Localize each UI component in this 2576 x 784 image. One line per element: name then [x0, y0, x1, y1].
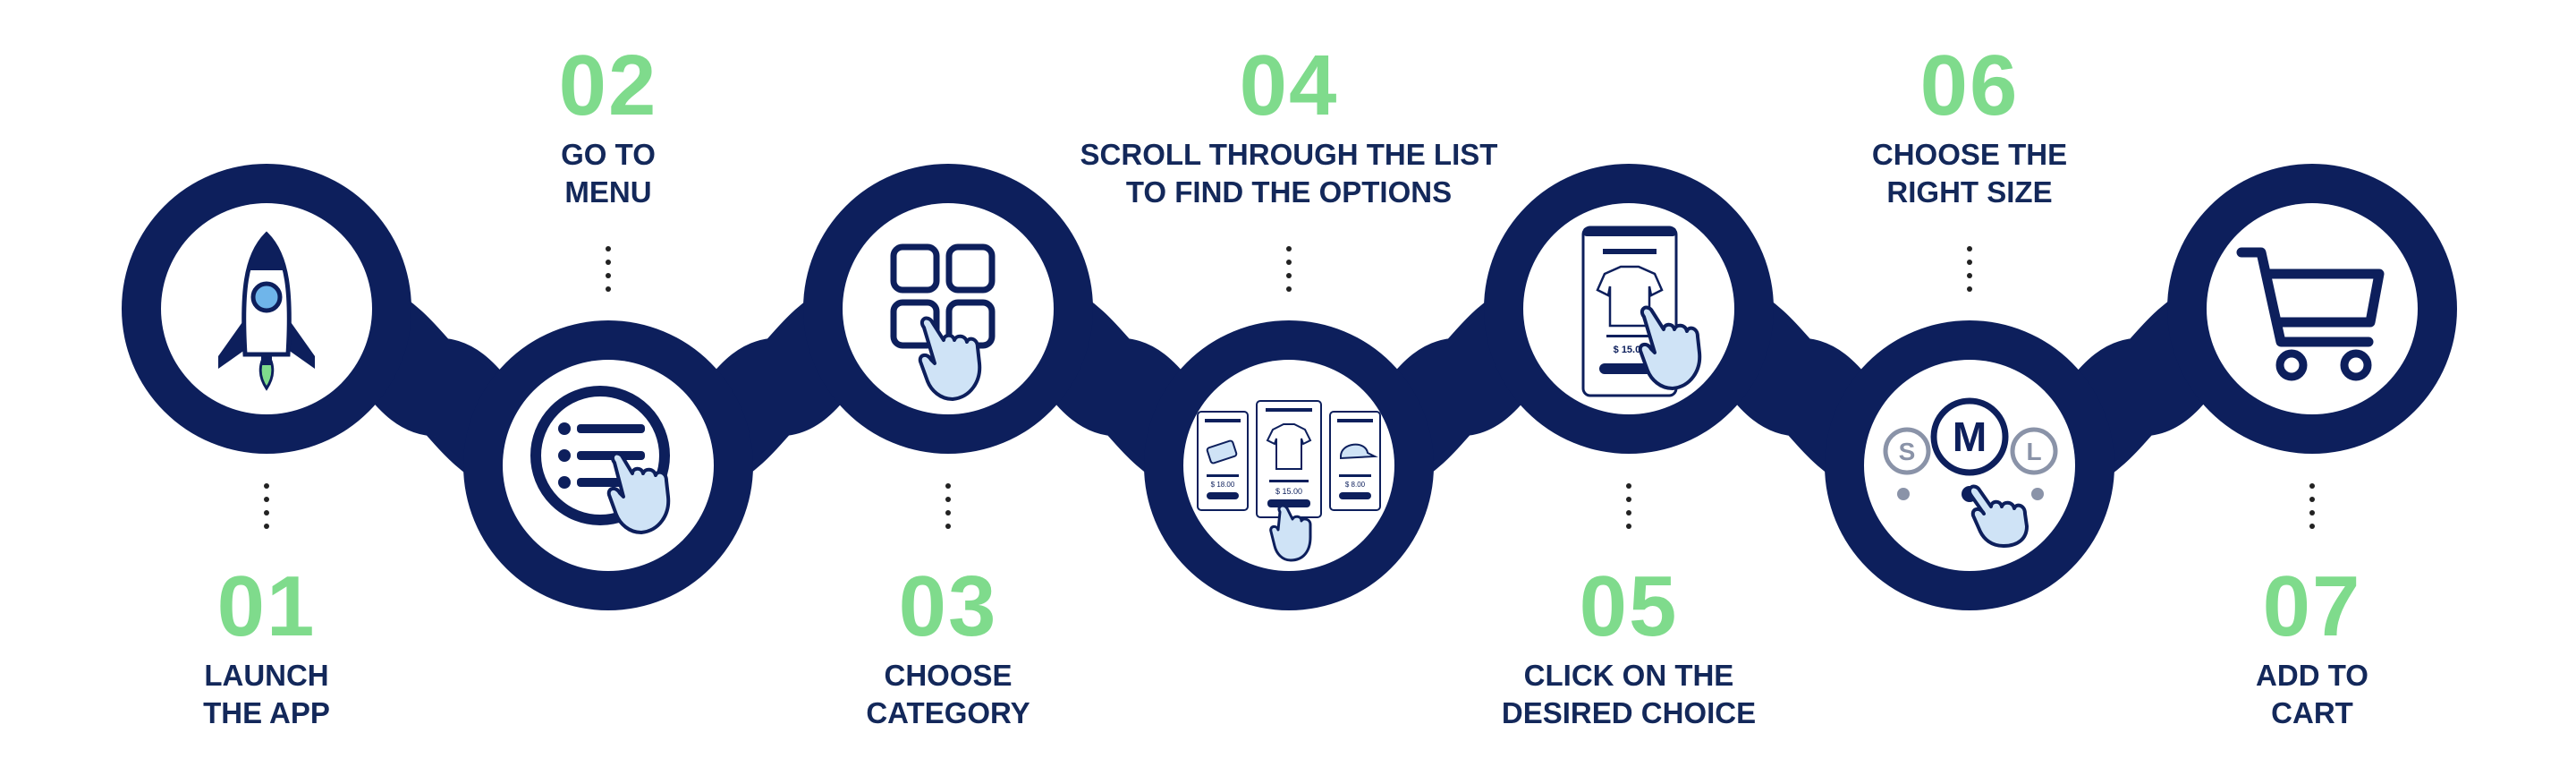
step-7-connector-dots — [2309, 483, 2316, 537]
step-6-number: 06 — [1919, 38, 2020, 133]
size-option-l: L — [2010, 427, 2058, 500]
list-card-right: $ 8.00 — [1329, 411, 1381, 511]
step-4-connector-dots — [1285, 246, 1292, 300]
step-2-label: GO TO MENU — [322, 136, 894, 211]
step-6-connector-dots — [1966, 246, 1973, 300]
step-6-label: CHOOSE THE RIGHT SIZE — [1683, 136, 2256, 211]
list-price-left: $ 18.00 — [1211, 481, 1235, 489]
step-7-label-line-2: CART — [2271, 696, 2353, 729]
step-4-label-line-1: SCROLL THROUGH THE LIST — [1080, 138, 1498, 171]
step-3-connector-dots — [945, 483, 952, 537]
rocket-icon — [218, 231, 315, 391]
size-label-m: M — [1953, 413, 1987, 460]
step-3-label-line-2: CATEGORY — [866, 696, 1030, 729]
step-1-number: 01 — [216, 558, 317, 654]
step-3-label: CHOOSE CATEGORY — [662, 657, 1234, 732]
step-4-number: 04 — [1239, 38, 1339, 133]
detail-price: $ 15.00 — [1614, 345, 1647, 355]
list-card-left: $ 18.00 — [1197, 411, 1249, 511]
step-6-label-line-2: RIGHT SIZE — [1886, 175, 2053, 209]
category-grid-icon — [890, 243, 996, 401]
step-4-label-line-2: TO FIND THE OPTIONS — [1125, 175, 1453, 209]
product-list-icon: $ 18.00 $ 15.00 $ 8.00 — [1197, 400, 1381, 562]
step-5-number: 05 — [1579, 558, 1679, 654]
size-label-s: S — [1899, 438, 1916, 465]
step-6-label-line-1: CHOOSE THE — [1871, 138, 2068, 171]
step-1-label-line-1: LAUNCH — [204, 659, 329, 692]
size-selector-icon: S M L — [1883, 397, 2058, 548]
step-4-label: SCROLL THROUGH THE LIST TO FIND THE OPTI… — [1003, 136, 1575, 211]
step-5-label-line-1: CLICK ON THE — [1523, 659, 1734, 692]
list-price-right: $ 8.00 — [1345, 481, 1366, 489]
size-option-s: S — [1883, 427, 1931, 500]
step-2-label-line-1: GO TO — [561, 138, 656, 171]
step-2-label-line-2: MENU — [564, 175, 652, 209]
menu-list-icon — [530, 386, 671, 534]
step-5-label: CLICK ON THE DESIRED CHOICE — [1343, 657, 1915, 732]
step-2-number: 02 — [558, 38, 658, 133]
list-price-center: $ 15.00 — [1275, 487, 1302, 496]
step-3-number: 03 — [898, 558, 998, 654]
step-7-number: 07 — [2262, 558, 2362, 654]
product-detail-icon: $ 15.00 — [1581, 226, 1702, 397]
step-1-connector-dots — [263, 483, 270, 537]
size-option-m: M — [1930, 397, 2009, 502]
step-7-label: ADD TO CART — [2026, 657, 2576, 732]
step-3-label-line-1: CHOOSE — [884, 659, 1013, 692]
step-1-label-line-2: THE APP — [203, 696, 330, 729]
shopping-cart-icon — [2236, 247, 2385, 381]
step-7-label-line-1: ADD TO — [2256, 659, 2368, 692]
step-2-connector-dots — [605, 246, 612, 300]
list-card-center: $ 15.00 — [1256, 400, 1322, 518]
size-label-l: L — [2026, 438, 2041, 465]
step-1-label: LAUNCH THE APP — [0, 657, 553, 732]
step-5-label-line-2: DESIRED CHOICE — [1501, 696, 1757, 729]
step-5-connector-dots — [1625, 483, 1632, 537]
